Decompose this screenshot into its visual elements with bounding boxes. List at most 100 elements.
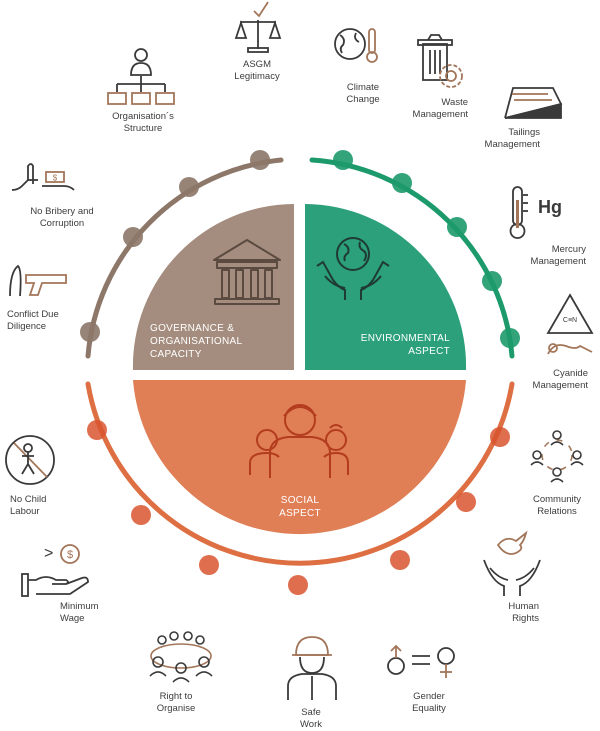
dove-hands-icon (483, 530, 541, 596)
ring-dot (500, 328, 520, 348)
ring-dot (80, 322, 100, 342)
label-human-rights: Human Rights (508, 601, 539, 624)
people-icon (249, 404, 349, 478)
money-symbol: $ (53, 174, 58, 183)
ring-dot (250, 150, 270, 170)
label-line: Cyanide (553, 368, 588, 379)
label-organisation-structure: Organisation´s Structure (112, 111, 174, 134)
label-line: Gender (413, 691, 445, 702)
social-line-1: SOCIAL (280, 495, 320, 506)
gender-icon (387, 644, 455, 678)
no-child-labour-icon (5, 435, 55, 485)
dollar-symbol: $ (67, 549, 73, 561)
ring-dot (199, 555, 219, 575)
ring-dot (179, 177, 199, 197)
label-mercury-management: Mercury Management (531, 244, 586, 267)
environmental-line-1: ENVIRONMENTAL (360, 333, 450, 344)
ring-dot (392, 173, 412, 193)
globe-thermometer-icon (334, 28, 378, 63)
label-line: Management (412, 108, 468, 120)
social-dots (87, 420, 510, 595)
ring-dot (482, 271, 502, 291)
building-icon (213, 239, 281, 305)
cyanide-formula: C≡N (563, 317, 577, 324)
greater-than-symbol: > (44, 545, 53, 562)
governance-dots (80, 150, 270, 342)
label-line: ASGM (243, 59, 271, 70)
trash-gear-icon (417, 34, 463, 88)
environmental-dots (333, 150, 520, 348)
label-line: Safe (301, 707, 321, 718)
governance-segment-label: GOVERNANCE & ORGANISATIONAL CAPACITY (150, 322, 242, 361)
label-line: Community (532, 494, 582, 505)
label-line: Work (300, 718, 322, 730)
label-line: Climate (346, 82, 380, 93)
label-line: Human (508, 601, 539, 612)
environmental-segment (305, 204, 467, 370)
label-conflict-due-diligence: Conflict Due Diligence (7, 309, 59, 332)
label-line: Management (532, 379, 588, 391)
label-cyanide-management: Cyanide Management (533, 368, 588, 391)
community-icon (530, 430, 584, 483)
governance-line-2: ORGANISATIONAL (150, 336, 243, 347)
worker-helmet-icon (287, 636, 337, 700)
scale-icon (234, 1, 282, 53)
bribe-hand-icon: $ (11, 163, 75, 191)
ring-dot (490, 427, 510, 447)
tailings-icon (504, 87, 563, 119)
social-segment-label: SOCIAL ASPECT (279, 494, 321, 520)
label-line: Minimum (60, 601, 99, 612)
cyanide-warning-icon: C≡N (546, 293, 594, 355)
ring-dot (447, 217, 467, 237)
environmental-line-2: ASPECT (408, 346, 450, 357)
label-line: Tailings (508, 127, 540, 138)
governance-segment (132, 204, 294, 370)
label-right-to-organise: Right to Organise (157, 691, 196, 714)
ring-dot (288, 575, 308, 595)
label-line: Equality (412, 702, 446, 714)
label-no-child-labour: No Child Labour (10, 494, 46, 517)
label-line: Mercury (551, 244, 586, 255)
mercury-symbol: Hg (538, 197, 562, 217)
label-line: Relations (537, 505, 577, 517)
label-line: Diligence (7, 320, 47, 332)
label-line: No Bribery and (30, 206, 94, 217)
environmental-segment-label: ENVIRONMENTAL ASPECT (361, 332, 450, 358)
label-line: Right to (159, 691, 193, 702)
ring-dot (456, 492, 476, 512)
globe-hands-icon (316, 237, 390, 300)
wage-hand-icon: > $ (21, 544, 89, 597)
label-community-relations: Community Relations (533, 494, 581, 517)
ring-dot (131, 505, 151, 525)
label-line: Organisation´s (112, 111, 174, 122)
label-line: Change (346, 93, 380, 105)
label-line: Waste (441, 97, 468, 108)
label-line: Rights (512, 612, 539, 624)
label-line: Management (484, 138, 540, 150)
social-segment (133, 380, 466, 535)
social-ring (85, 381, 515, 566)
label-minimum-wage: Minimum Wage (60, 601, 99, 624)
label-climate-change: Climate Change (346, 82, 379, 105)
governance-line-3: CAPACITY (150, 349, 202, 360)
environmental-ring (309, 157, 515, 359)
ring-dot (123, 227, 143, 247)
ring-dot (333, 150, 353, 170)
governance-ring (85, 157, 284, 359)
social-line-2: ASPECT (279, 508, 321, 519)
label-line: Legitimacy (234, 70, 280, 82)
label-no-bribery: No Bribery and Corruption (30, 206, 93, 229)
gun-hand-icon (9, 264, 67, 297)
ring-dot (87, 420, 107, 440)
label-line: Structure (123, 122, 163, 134)
label-asgm-legitimacy: ASGM Legitimacy (234, 59, 279, 82)
label-line: Conflict Due (7, 309, 59, 320)
label-line: No Child (10, 494, 47, 505)
org-chart-icon (107, 48, 175, 105)
thermometer-icon: Hg (509, 186, 562, 239)
ring-dot (390, 550, 410, 570)
label-line: Organise (156, 702, 196, 714)
group-icon (149, 631, 213, 683)
label-gender-equality: Gender Equality (412, 691, 446, 714)
label-line: Labour (10, 505, 40, 517)
